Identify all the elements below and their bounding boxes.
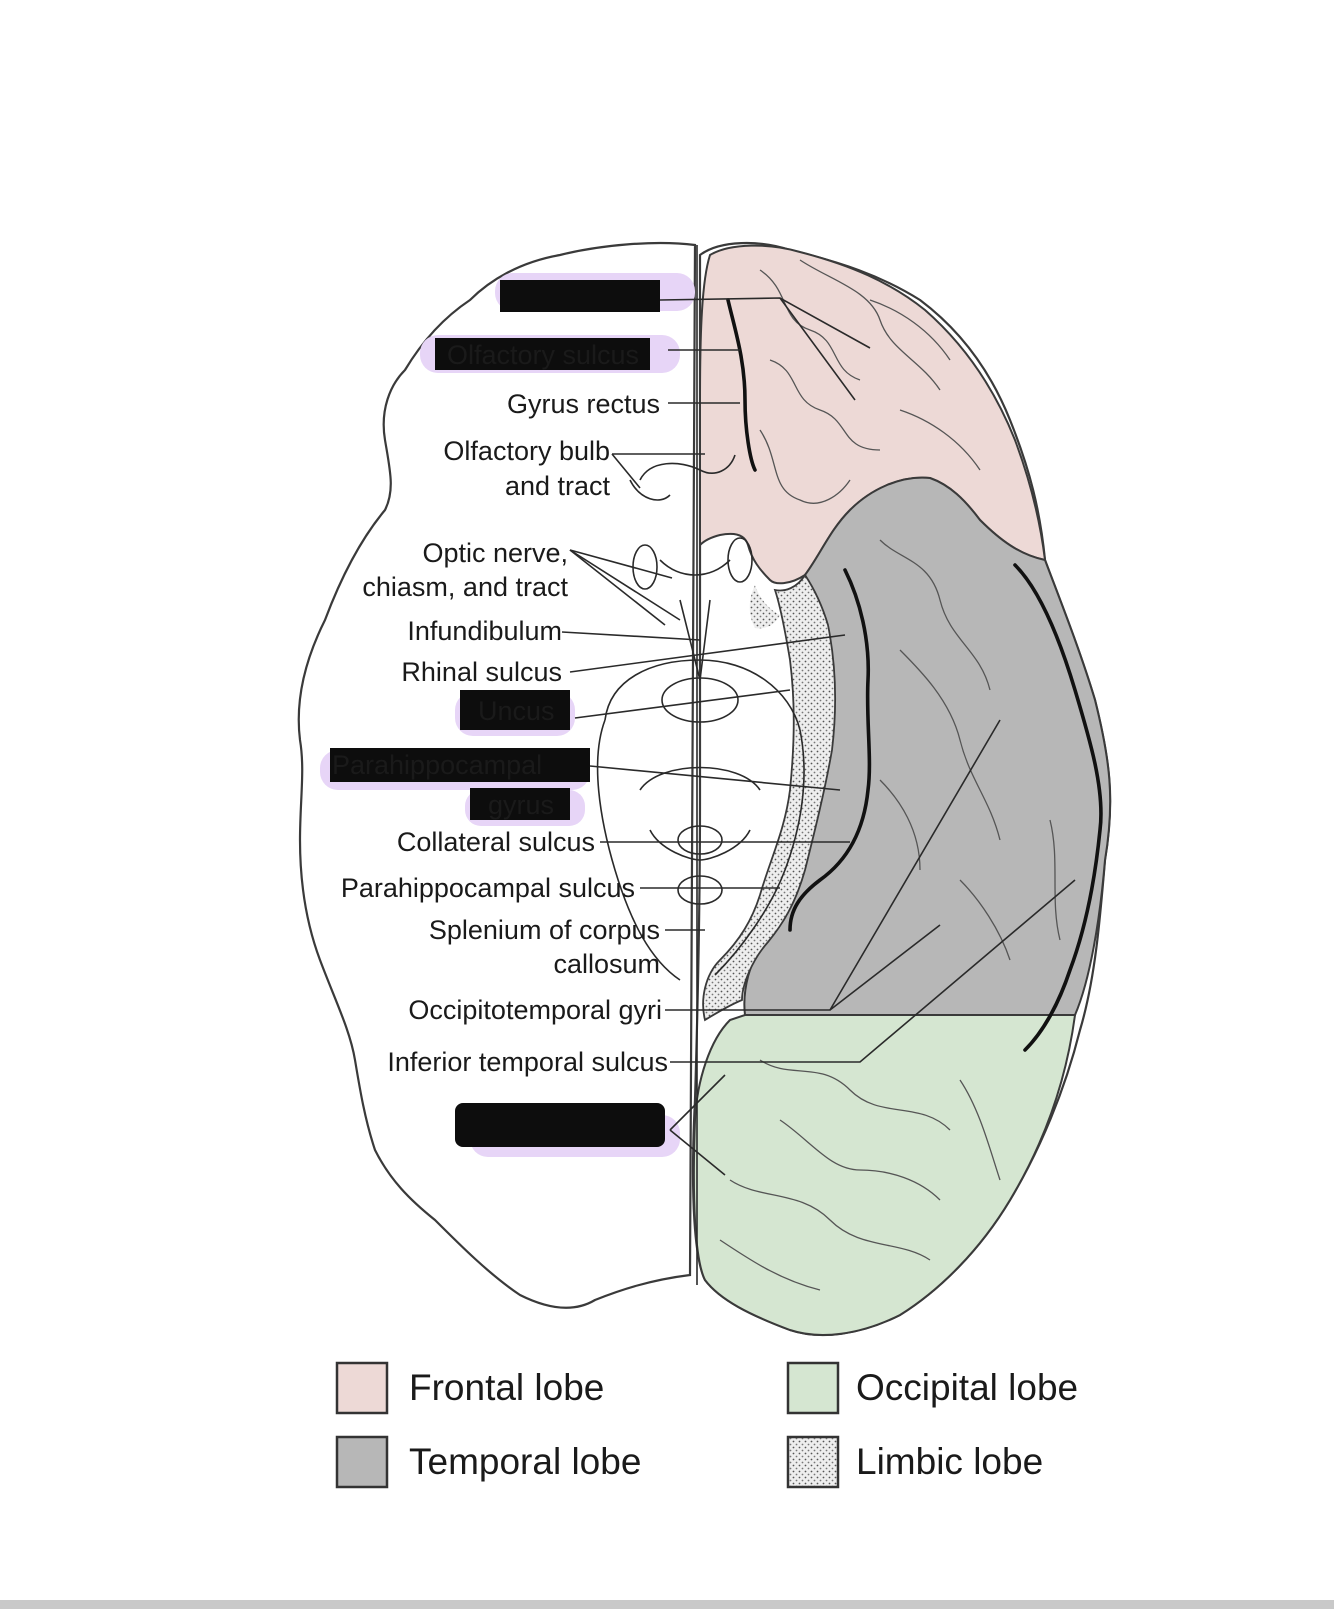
label-splenium-1: Splenium of corpus <box>429 915 660 945</box>
inferior-temporal-sulcus-line <box>1013 563 1103 1052</box>
label-rhinal-sulcus: Rhinal sulcus <box>401 657 562 687</box>
redacted-uncus: Uncus <box>478 696 555 726</box>
label-olfactory-bulb-2: and tract <box>505 471 611 501</box>
redaction-bar-1 <box>500 280 660 312</box>
label-splenium-2: callosum <box>553 949 660 979</box>
redaction-bar-4 <box>330 748 590 782</box>
limbic-dots-small <box>749 585 780 629</box>
legend-swatch-limbic <box>786 1435 840 1489</box>
temporal-gyri <box>879 539 1061 961</box>
label-optic-1: Optic nerve, <box>422 538 568 568</box>
frontal-gyri <box>759 259 981 504</box>
redacted-olfactory-sulcus: Olfactory sulcus <box>447 340 639 370</box>
legend-swatch-frontal <box>335 1361 389 1415</box>
label-olfactory-bulb-1: Olfactory bulb <box>443 436 610 466</box>
occipital-gyri <box>719 1059 1001 1291</box>
redacted-parahippocampal-1: Parahippocampal <box>332 750 542 780</box>
legend-label-limbic: Limbic lobe <box>856 1441 1043 1482</box>
label-parahippocampal-sulcus: Parahippocampal sulcus <box>341 873 635 903</box>
label-infundibulum: Infundibulum <box>407 616 562 646</box>
label-collateral-sulcus: Collateral sulcus <box>397 827 595 857</box>
olfactory-sulcus-line <box>726 298 757 472</box>
diagram-labels: Gyrus rectus Olfactory bulb and tract Op… <box>341 389 668 1077</box>
redacted-labels: Olfactory sulcus Uncus Parahippocampal g… <box>320 273 695 1157</box>
occipital-lobe-region <box>692 1014 1077 1336</box>
label-gyrus-rectus: Gyrus rectus <box>507 389 660 419</box>
legend-label-occipital: Occipital lobe <box>856 1367 1078 1408</box>
bottom-scrollbar-edge <box>0 1600 1334 1609</box>
legend-swatch-occipital <box>786 1361 840 1415</box>
redaction-bar-6 <box>455 1103 665 1147</box>
brainstem-structures <box>596 454 805 981</box>
legend-label-frontal: Frontal lobe <box>409 1367 604 1408</box>
label-inferior-temporal-sulcus: Inferior temporal sulcus <box>387 1047 668 1077</box>
redacted-parahippocampal-2: gyrus <box>488 790 554 820</box>
leader-lines <box>561 297 1076 1176</box>
redaction-bar-3 <box>460 690 570 730</box>
label-optic-2: chiasm, and tract <box>362 572 568 602</box>
limbic-lobe-region <box>702 573 837 1022</box>
legend: Frontal lobe Occipital lobe Temporal lob… <box>335 1361 1078 1489</box>
legend-swatch-temporal <box>335 1435 389 1489</box>
redaction-bar-5 <box>470 788 570 820</box>
label-occipitotemporal-gyri: Occipitotemporal gyri <box>408 995 662 1025</box>
legend-label-temporal: Temporal lobe <box>409 1441 641 1482</box>
redaction-bar-2 <box>435 338 650 370</box>
collateral-sulcus-line <box>788 568 872 932</box>
